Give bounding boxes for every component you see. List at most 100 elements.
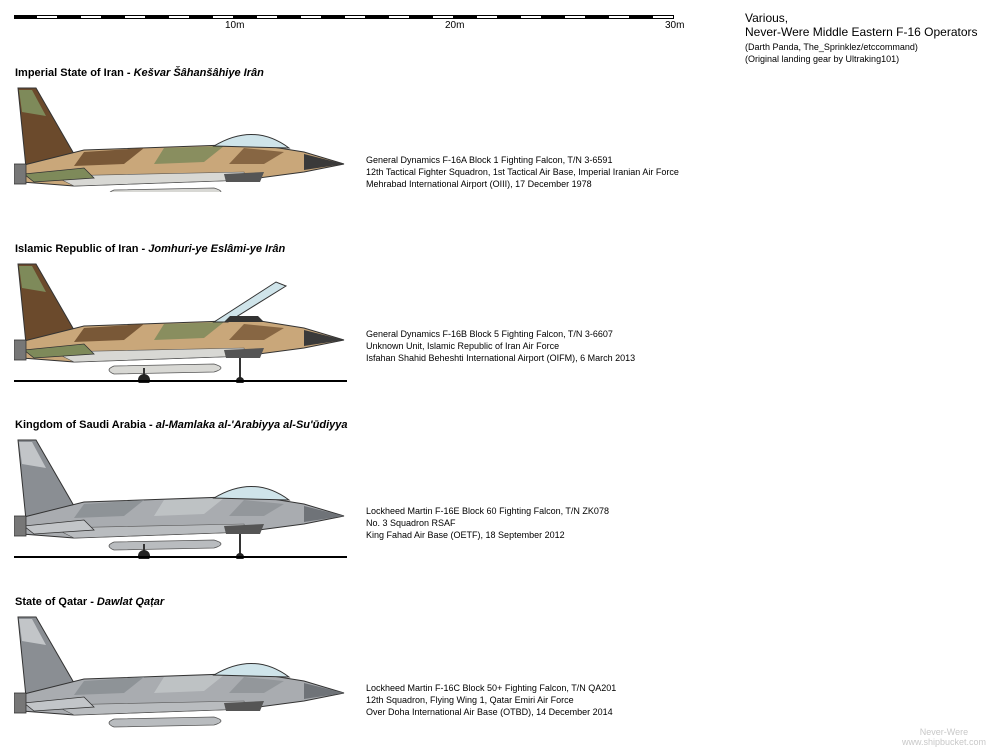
air-intake [224, 172, 264, 182]
canopy [212, 134, 291, 149]
scale-segment [454, 15, 476, 19]
fuel-tank [108, 363, 222, 375]
caption-qatar: Lockheed Martin F-16C Block 50+ Fighting… [366, 682, 616, 718]
scale-segment [124, 15, 146, 19]
scale-segment [278, 15, 300, 19]
fuel-tank [108, 716, 222, 728]
camo-patch [74, 148, 144, 166]
camo-patch [229, 500, 284, 516]
caption-line-3: Mehrabad International Airport (OIII), 1… [366, 179, 592, 189]
header-credits: (Darth Panda, The_Sprinklez/etccommand) [745, 42, 918, 52]
air-intake [224, 348, 264, 358]
caption-line-1: Lockheed Martin F-16E Block 60 Fighting … [366, 506, 609, 516]
caption-line-2: Unknown Unit, Islamic Republic of Iran A… [366, 341, 560, 351]
scale-segment [146, 15, 168, 19]
scale-tick-20m: 20m [445, 20, 465, 31]
section-title-saudi: Kingdom of Saudi Arabia - al-Mamlaka al-… [15, 419, 347, 431]
header-gear-credit: (Original landing gear by Ultraking101) [745, 54, 900, 64]
horizontal-stabilizer [22, 519, 95, 535]
scale-segment [608, 15, 630, 19]
horizontal-stabilizer [22, 167, 95, 183]
ground-line [14, 380, 347, 382]
title-separator: - [138, 243, 149, 255]
scale-tick-30m: 30m [665, 20, 685, 31]
nose-cone [304, 154, 344, 170]
canopy [212, 663, 291, 678]
scale-segment [498, 15, 520, 19]
tail-camo [19, 442, 46, 468]
engine-nozzle [14, 163, 27, 185]
native-name: al-Mamlaka al-'Arabiyya al-Su'ūdiyya [155, 419, 348, 431]
country-name: Islamic Republic of Iran [15, 243, 139, 255]
nose-cone [304, 506, 344, 522]
nose-cone [304, 330, 344, 346]
native-name: Jomhuri-ye Eslâmi-ye Irân [148, 243, 286, 255]
scale-segment [432, 15, 454, 19]
caption-line-1: General Dynamics F-16A Block 1 Fighting … [366, 155, 613, 165]
native-name: Kešvar Šâhanšâhiye Irân [133, 67, 264, 79]
scale-segment [388, 15, 410, 19]
scale-segment [520, 15, 542, 19]
camo-patch [154, 146, 224, 164]
scale-segment [630, 15, 652, 19]
section-title-iran-islamic: Islamic Republic of Iran - Jomhuri-ye Es… [15, 243, 285, 255]
scale-segment [366, 15, 388, 19]
camo-patch [74, 677, 144, 695]
caption-line-3: Over Doha International Air Base (OTBD),… [366, 707, 613, 717]
ground-line [14, 556, 347, 558]
scale-segment [300, 15, 322, 19]
canopy [212, 486, 291, 501]
tail-camo [19, 90, 46, 116]
camo-patch [154, 498, 224, 516]
engine-nozzle [14, 339, 27, 361]
cockpit [224, 316, 264, 322]
fuel-tank [109, 187, 222, 192]
scale-segment [322, 15, 344, 19]
camo-patch [229, 324, 284, 340]
scale-segment [410, 15, 432, 19]
horizontal-stabilizer [22, 343, 95, 359]
scale-segment [256, 15, 278, 19]
f16-profile-qatar [14, 616, 345, 728]
fuel-tank [108, 539, 222, 551]
caption-line-1: Lockheed Martin F-16C Block 50+ Fighting… [366, 683, 617, 693]
air-intake [224, 701, 264, 711]
f16-profile-imperial-iran [14, 87, 345, 192]
scale-segment [542, 15, 564, 19]
caption-iran-imperial: General Dynamics F-16A Block 1 Fighting … [366, 154, 679, 190]
scale-segment [564, 15, 586, 19]
scale-segment [80, 15, 102, 19]
nose-cone [304, 683, 344, 699]
camo-patch [154, 322, 224, 340]
country-name: Kingdom of Saudi Arabia [15, 419, 146, 431]
watermark: Never-Were www.shipbucket.com [902, 727, 986, 747]
header-line-1: Various, [745, 11, 789, 25]
scale-segment [58, 15, 80, 19]
scale-segment [234, 15, 256, 19]
scale-segment [652, 15, 674, 19]
header-line-2: Never-Were Middle Eastern F-16 Operators [745, 25, 978, 39]
section-title-iran-imperial: Imperial State of Iran - Kešvar Šâhanšâh… [15, 67, 264, 79]
horizontal-stabilizer [22, 696, 95, 712]
scale-segment [36, 15, 58, 19]
canopy-open [212, 281, 288, 323]
air-intake [224, 524, 264, 534]
caption-iran-islamic: General Dynamics F-16B Block 5 Fighting … [366, 328, 635, 364]
scale-segment [168, 15, 190, 19]
title-separator: - [146, 419, 156, 431]
watermark-line-2: www.shipbucket.com [901, 737, 986, 747]
scale-segment [102, 15, 124, 19]
camo-patch [154, 675, 224, 693]
country-name: Imperial State of Iran [15, 67, 124, 79]
engine-nozzle [14, 692, 27, 714]
camo-patch [74, 500, 144, 518]
engine-nozzle [14, 515, 27, 537]
watermark-line-1: Never-Were [919, 727, 969, 737]
caption-line-2: 12th Tactical Fighter Squadron, 1st Tact… [366, 167, 679, 177]
camo-patch [229, 677, 284, 693]
scale-tick-10m: 10m [225, 20, 245, 31]
f16-profile-islamic-iran [14, 263, 345, 383]
f16-profile-saudi [14, 439, 345, 559]
camo-patch [229, 148, 284, 164]
title-separator: - [123, 67, 134, 79]
